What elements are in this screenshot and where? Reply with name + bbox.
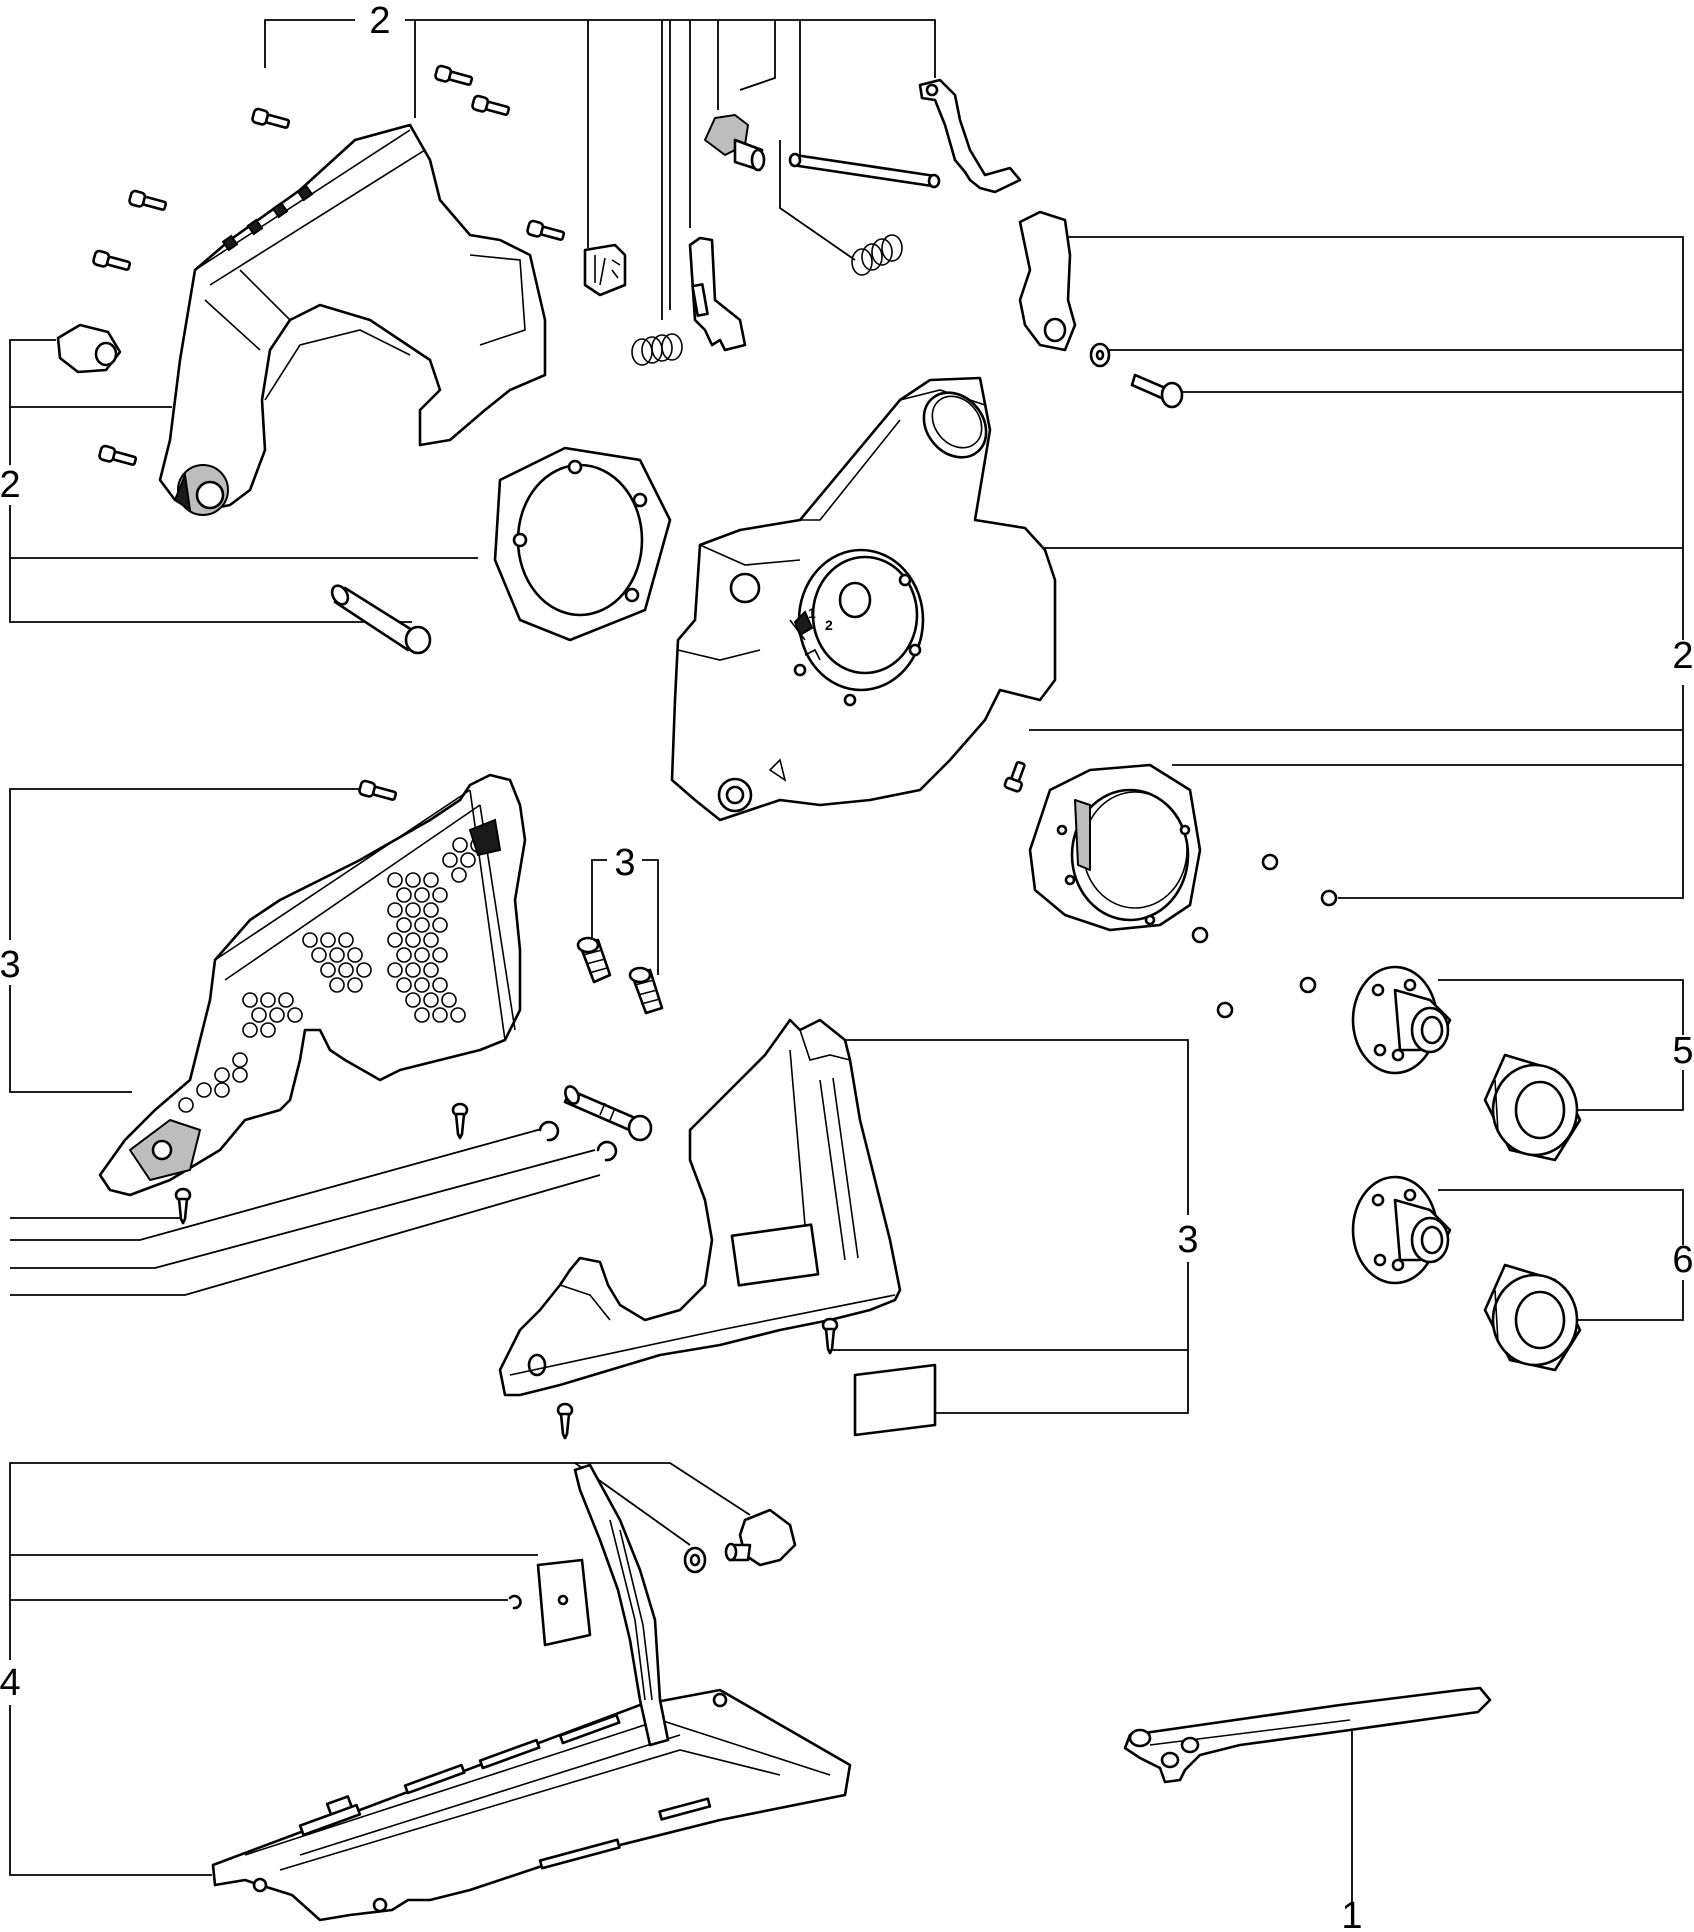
tapping-screw: [821, 1317, 839, 1355]
side-guard-plate: [498, 1018, 902, 1397]
label-1: 1: [1341, 1895, 1362, 1932]
small-spring-right: [628, 966, 664, 1015]
label-4: 4: [0, 1662, 21, 1704]
screw: [128, 189, 168, 211]
label-2-left: 2: [0, 464, 21, 506]
label-2-top: 2: [369, 0, 390, 42]
tapping-screw: [174, 1187, 192, 1225]
spring-right: [851, 234, 903, 276]
rod: [788, 152, 941, 189]
tapping-screw: [451, 1102, 469, 1140]
small-spring-left: [576, 936, 612, 984]
small-clip: [508, 1594, 522, 1610]
linkage-bracket: [918, 78, 1022, 194]
position-marking-1: 1: [808, 605, 816, 621]
label-5: 5: [1672, 1030, 1693, 1072]
label-3-left: 3: [0, 944, 21, 986]
screw: [92, 249, 132, 271]
adjust-knob: [704, 114, 766, 172]
ring-gasket: [493, 446, 672, 642]
flange-6: [1351, 1175, 1452, 1285]
lever: [688, 236, 747, 352]
adapter-flange: [1028, 763, 1202, 932]
screws-side-plate: [556, 1317, 839, 1440]
base-plate: [211, 1688, 852, 1922]
latch-lever: [1018, 210, 1077, 352]
position-marking-2: 2: [825, 617, 833, 633]
bearing-6: [1483, 1263, 1582, 1372]
screw: [526, 219, 566, 241]
label-6: 6: [1672, 1239, 1693, 1281]
bearing-5: [1483, 1053, 1582, 1162]
e-clips: [538, 1120, 618, 1162]
pin: [330, 584, 432, 655]
pad-block: [536, 1558, 592, 1647]
screws-right: [1003, 760, 1338, 1019]
screw: [251, 107, 291, 129]
spring-left: [631, 333, 683, 366]
screw: [98, 444, 138, 466]
screw: [358, 779, 398, 801]
screws-lower: [174, 779, 469, 1225]
hex-nut: [56, 323, 122, 374]
label-3-center: 3: [614, 842, 635, 884]
washer: [1089, 342, 1111, 368]
flange-5: [1351, 965, 1452, 1075]
tapping-screw: [556, 1402, 574, 1440]
honeycomb-pattern: [178, 837, 486, 1113]
screw: [1003, 760, 1026, 793]
bolt: [1130, 373, 1184, 409]
screw: [434, 64, 474, 86]
leader-lines: [9, 19, 1684, 1905]
label-plate: [853, 1363, 937, 1437]
label-3-right: 3: [1177, 1219, 1198, 1261]
spanner-wrench: [1123, 1686, 1492, 1784]
screw: [471, 94, 511, 116]
fence-arm: [573, 1463, 670, 1747]
label-2-right: 2: [1672, 635, 1693, 677]
upper-blade-guard: [158, 123, 547, 516]
knob-washer: [683, 1546, 707, 1574]
dust-extraction-hood: 1 2: [670, 376, 1057, 822]
retaining-clip: [583, 243, 627, 297]
screws-top: [92, 64, 566, 466]
shaft: [563, 1085, 653, 1142]
clamp-knob: [724, 1508, 797, 1567]
lower-blade-guard: [98, 773, 527, 1197]
